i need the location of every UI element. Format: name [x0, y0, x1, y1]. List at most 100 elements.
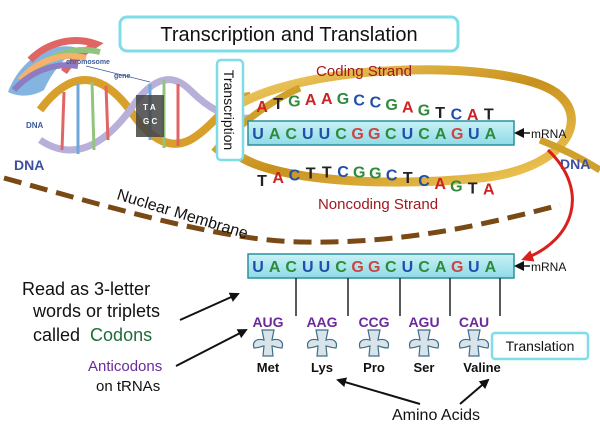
dna-small-label: DNA: [26, 121, 44, 130]
svg-text:G C: G C: [143, 117, 157, 126]
title-box: Transcription and Translation: [118, 15, 460, 53]
mrna-top-base: U: [319, 126, 331, 143]
mrna-top-base: U: [402, 126, 414, 143]
coding-base: C: [353, 92, 365, 109]
noncoding-base: G: [369, 166, 381, 183]
mrna-top-base: G: [368, 126, 380, 143]
mrna-label-bottom: mRNA: [531, 260, 566, 274]
mrna-bottom-base: U: [302, 259, 314, 276]
noncoding-base: A: [272, 170, 284, 187]
mrna-bottom-base: C: [285, 259, 297, 276]
trna-icon: [252, 329, 284, 357]
noncoding-base: A: [434, 176, 446, 193]
mrna-bottom-base: A: [269, 259, 281, 276]
anticodon-label: AGU: [408, 314, 439, 330]
codons-text-line2: words or triplets: [32, 301, 160, 321]
coding-base: C: [451, 106, 463, 123]
amino-acid-label: Lys: [311, 360, 333, 375]
mrna-bottom-base: G: [351, 259, 363, 276]
codons-called-word: called: [33, 325, 80, 345]
mrna-top-base: C: [385, 126, 397, 143]
coding-base: A: [467, 107, 479, 124]
noncoding-base: C: [386, 168, 398, 185]
noncoding-strand-label: Noncoding Strand: [318, 196, 438, 213]
anticodon-label: AUG: [252, 314, 283, 330]
mrna-top-base: G: [351, 126, 363, 143]
mrna-bottom-base: C: [385, 259, 397, 276]
amino-acid-label: Met: [257, 360, 280, 375]
trna-icon: [458, 329, 490, 357]
translation-box: Translation: [490, 331, 590, 361]
anticodon-label: CCG: [358, 314, 389, 330]
mrna-top-base: C: [418, 126, 430, 143]
mrna-bottom-base: C: [335, 259, 347, 276]
transcription-box: Transcription: [215, 58, 245, 162]
dna-left-label: DNA: [14, 157, 44, 173]
mrna-top-base: A: [269, 126, 281, 143]
anticodons-line2: on tRNAs: [96, 378, 160, 395]
codons-word: Codons: [90, 325, 152, 345]
noncoding-base: T: [403, 170, 413, 187]
mrna-bottom-base: U: [402, 259, 414, 276]
anticodons-arrow: [175, 329, 248, 367]
codons-arrow: [179, 292, 240, 321]
amino-arrow-left: [336, 377, 421, 405]
noncoding-base: T: [468, 180, 478, 197]
coding-base: A: [402, 100, 414, 117]
noncoding-base: C: [418, 173, 430, 190]
mrna-top-base: U: [468, 126, 480, 143]
mrna-top-base: A: [435, 126, 447, 143]
mrna-top-base: C: [285, 126, 297, 143]
trna-icon: [408, 329, 440, 357]
transcription-label: Transcription: [221, 70, 237, 150]
svg-text:T A: T A: [143, 103, 156, 112]
noncoding-base: G: [450, 178, 462, 195]
coding-base: G: [385, 97, 397, 114]
mrna-top-base: C: [335, 126, 347, 143]
amino-acid-label: Pro: [363, 360, 385, 375]
mrna-top-base: U: [302, 126, 314, 143]
dna-right-label: DNA: [560, 156, 590, 172]
mrna-bottom-base: U: [252, 259, 264, 276]
noncoding-base: C: [289, 168, 301, 185]
nuclear-membrane-line: [3, 175, 561, 245]
anticodon-label: CAU: [459, 314, 489, 330]
coding-base: A: [256, 99, 268, 116]
coding-base: T: [273, 96, 283, 113]
mrna-top-base: U: [252, 126, 264, 143]
mrna-export-arrow: [521, 148, 574, 262]
noncoding-base: G: [353, 164, 365, 181]
trna-icon: [306, 329, 338, 357]
mrna-bottom-base: U: [468, 259, 480, 276]
mrna-bottom-base: G: [368, 259, 380, 276]
noncoding-base: A: [483, 182, 495, 199]
coding-base: G: [288, 94, 300, 111]
mrna-label-top: mRNA: [531, 127, 566, 141]
chromosome-illustration: chromosome gene DNA T A G C: [8, 37, 251, 154]
mrna-bottom-base: A: [485, 259, 497, 276]
noncoding-base: T: [257, 173, 267, 190]
coding-base: T: [435, 105, 445, 122]
anticodons-word: Anticodons: [88, 358, 162, 375]
gene-label: gene: [114, 73, 130, 80]
coding-base: G: [337, 91, 349, 108]
coding-base: G: [418, 102, 430, 119]
mrna-bottom-base: U: [319, 259, 331, 276]
gene-bracket: [85, 65, 151, 83]
mrna-bottom-base: A: [435, 259, 447, 276]
chromosome-label: chromosome: [66, 59, 110, 66]
coding-base: T: [484, 107, 494, 124]
codons-text-line3: called Codons: [33, 325, 152, 345]
codons-text-line1: Read as 3-letter: [22, 279, 150, 299]
coding-base: C: [370, 94, 382, 111]
trna-icon: [358, 329, 390, 357]
